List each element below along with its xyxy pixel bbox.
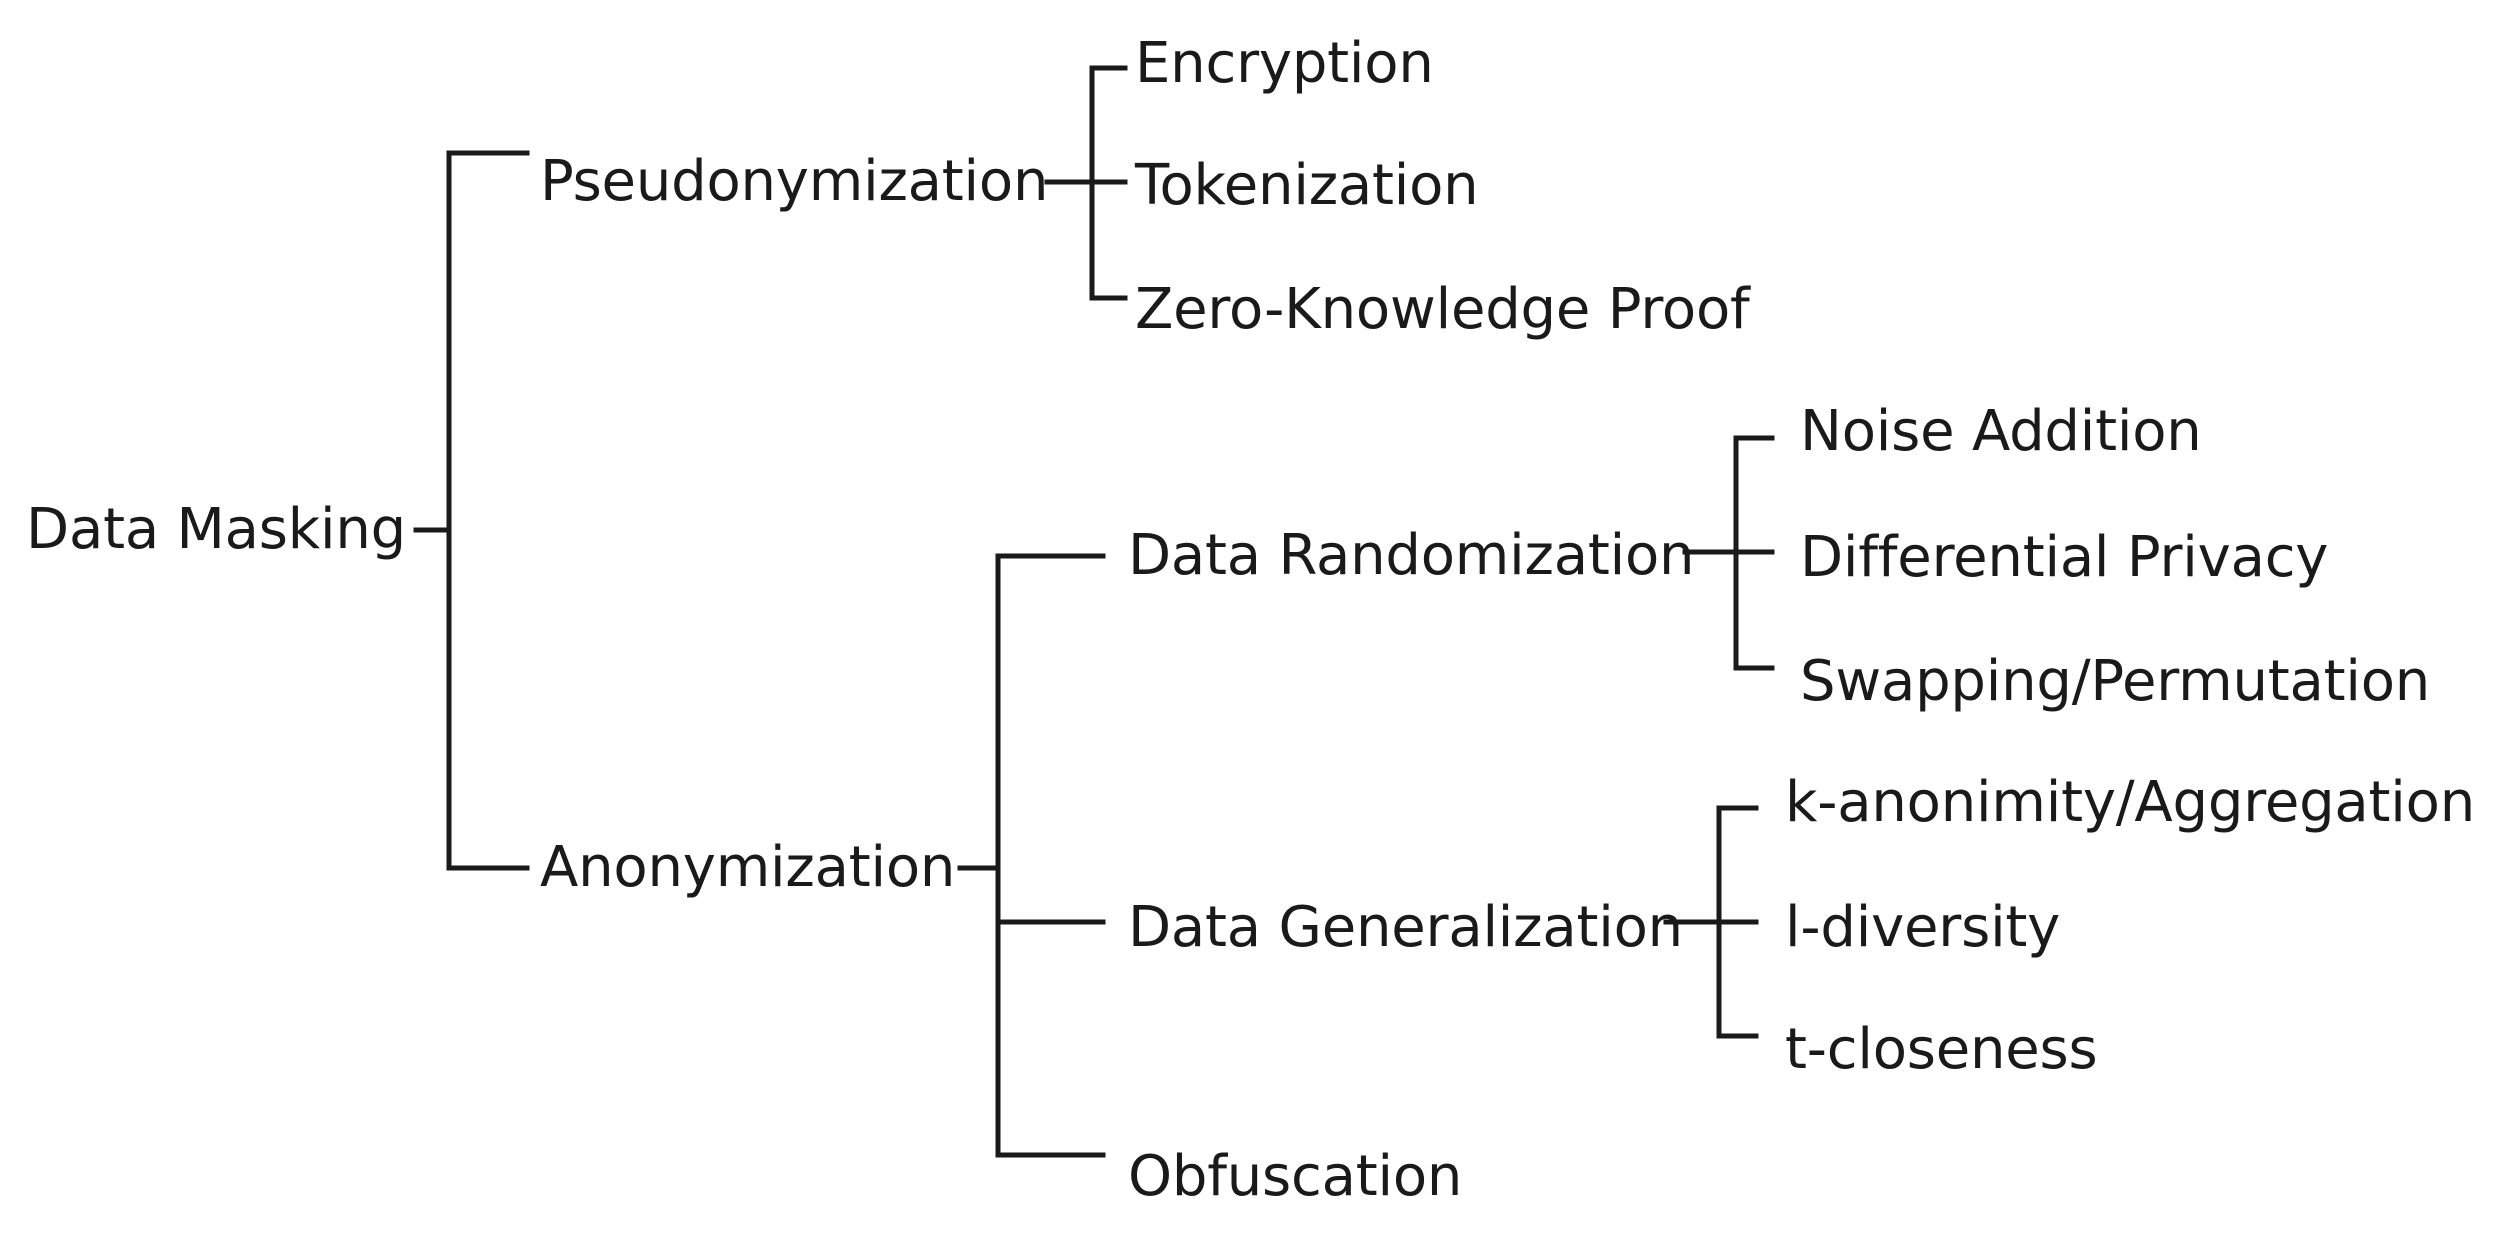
node-data-randomization[interactable]: Data Randomization — [1128, 523, 1695, 588]
node-pseudonymization[interactable]: Pseudonymization — [540, 149, 1049, 214]
node-data-masking[interactable]: Data Masking — [26, 497, 406, 562]
node-data-generalization[interactable]: Data Generalization — [1128, 895, 1683, 960]
node-differential-privacy[interactable]: Differential Privacy — [1800, 525, 2329, 590]
node-l-diversity[interactable]: l-diversity — [1785, 895, 2061, 960]
node-swapping-permutation[interactable]: Swapping/Permutation — [1800, 649, 2431, 714]
node-encryption[interactable]: Encryption — [1135, 31, 1434, 96]
node-obfuscation[interactable]: Obfuscation — [1128, 1144, 1463, 1209]
node-t-closeness[interactable]: t-closeness — [1785, 1017, 2098, 1082]
node-noise-addition[interactable]: Noise Addition — [1800, 399, 2202, 464]
node-tokenization[interactable]: Tokenization — [1135, 153, 1479, 218]
node-anonymization[interactable]: Anonymization — [540, 835, 956, 900]
node-zero-knowledge-proof[interactable]: Zero-Knowledge Proof — [1135, 277, 1750, 342]
node-k-anonimity-aggregation[interactable]: k-anonimity/Aggregation — [1785, 770, 2476, 835]
